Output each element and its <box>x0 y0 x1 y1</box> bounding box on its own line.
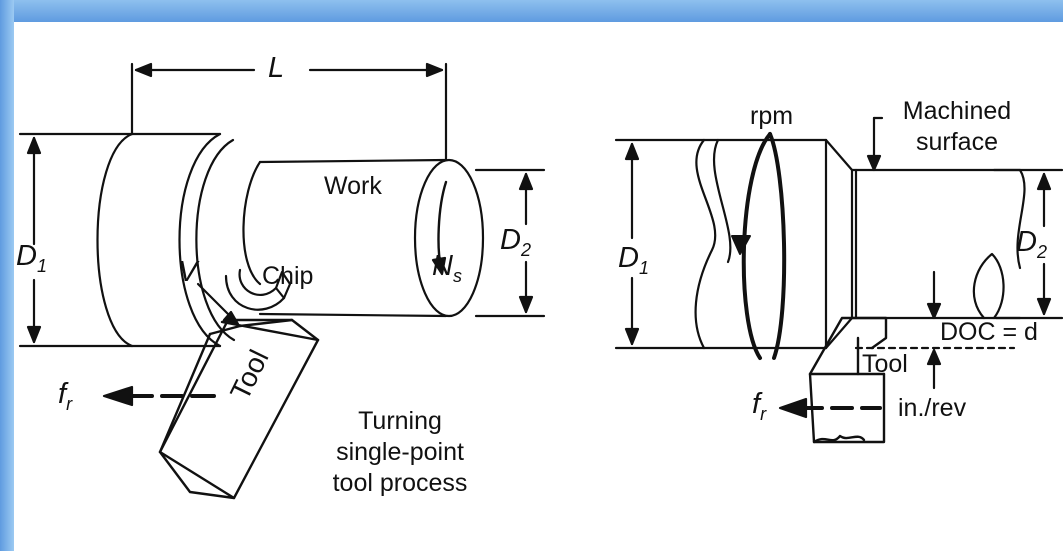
right-tool-label: Tool <box>862 350 908 378</box>
rpm-rotation-ring <box>731 132 787 360</box>
large-cylinder <box>96 132 236 348</box>
caption-line-3: tool process <box>332 468 468 497</box>
caption-line-2: single-point <box>336 437 464 466</box>
feed-label-left: fr <box>58 378 73 414</box>
right-d1-label: D1 <box>618 242 649 278</box>
work-label: Work <box>324 172 382 200</box>
dimension-d2 <box>474 168 546 318</box>
top-frame-border <box>0 0 1063 22</box>
velocity-label: V <box>178 256 198 288</box>
dimension-length <box>130 62 448 162</box>
machined-surface-line-1: Machined <box>902 97 1012 125</box>
right-d2-label: D2 <box>1016 226 1047 262</box>
diagram-canvas: L D1 Work D2 V Chip Ns Tool fr Turning s… <box>14 22 1063 551</box>
right-dimension-d1 <box>614 138 706 350</box>
work-cylinder <box>242 158 485 318</box>
machined-surface-line-2: surface <box>916 127 998 156</box>
feed-label-right: fr <box>752 388 767 424</box>
feed-arrow-left <box>102 385 216 407</box>
velocity-arrow <box>196 282 240 326</box>
feed-units-label: in./rev <box>898 394 967 422</box>
machined-surface-leader <box>866 116 884 172</box>
left-frame-border <box>0 0 14 551</box>
chip-label: Chip <box>262 262 314 290</box>
doc-indicator <box>854 270 1016 390</box>
chip <box>224 268 292 311</box>
tool-body <box>158 318 320 500</box>
caption-line-1: Turning <box>358 407 442 435</box>
turning-illustration <box>18 62 1063 500</box>
feed-arrow-right <box>778 397 882 419</box>
dimension-d1 <box>18 132 134 348</box>
spindle-label: Ns <box>432 250 462 286</box>
right-dimension-d2 <box>992 168 1063 320</box>
d2-label: D2 <box>500 224 531 260</box>
rpm-label: rpm <box>750 102 794 130</box>
machined-surface-label: Machined surface <box>882 96 1032 158</box>
caption: Turning single-point tool process <box>310 406 490 498</box>
right-tool <box>808 316 888 444</box>
stock-body <box>694 138 854 350</box>
d1-label: D1 <box>16 240 47 276</box>
doc-label: DOC = d <box>940 318 1038 346</box>
machined-section <box>850 168 1026 320</box>
length-label: L <box>268 52 285 84</box>
